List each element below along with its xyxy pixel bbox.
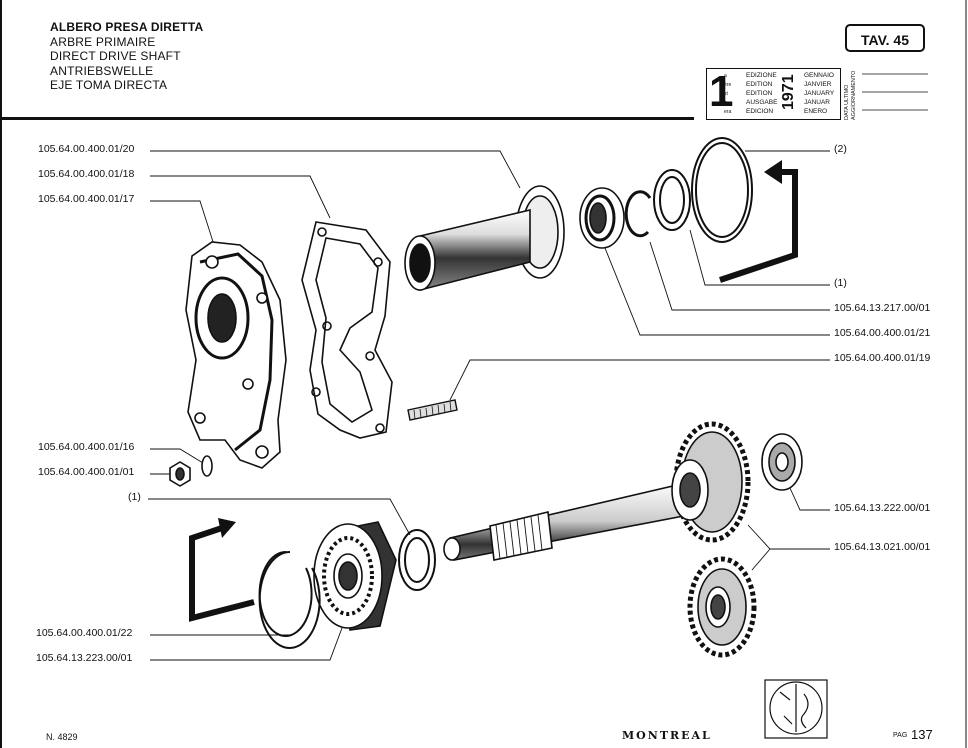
callout-label-right-3: 105.64.13.217.00/01 — [834, 302, 931, 314]
callout-label-left-7: 105.64.00.400.01/22 — [36, 627, 133, 639]
model-name: MONTREAL — [622, 729, 712, 742]
title-german: ANTRIEBSWELLE — [50, 63, 154, 78]
document-number: N. 4829 — [46, 732, 78, 742]
plate-number-badge: TAV. 45 — [845, 24, 925, 52]
edition-number: 1 — [709, 67, 734, 116]
callout-label-right-6: 105.64.13.222.00/01 — [834, 502, 931, 514]
gasket — [301, 221, 393, 439]
pilot-bearing — [761, 433, 803, 491]
title-spanish: EJE TOMA DIRECTA — [50, 78, 168, 93]
lock-washer — [201, 455, 213, 477]
lower-gear — [687, 556, 757, 658]
leader-lines — [148, 150, 830, 661]
oil-seal — [579, 187, 625, 249]
hex-nut — [169, 461, 191, 487]
callout-label-left-5: 105.64.00.400.01/01 — [38, 466, 135, 478]
arrow-upper-head — [764, 160, 782, 184]
header-rule — [0, 117, 694, 120]
stud — [407, 399, 458, 421]
arrow-upper — [719, 169, 798, 283]
edition-words: EDIZIONE EDITION EDITION AUSGABE EDICION — [746, 72, 778, 115]
title-italian: ALBERO PRESA DIRETTA — [50, 20, 204, 34]
edition-months: GENNAIO JANVIER JANUARY JANUAR ENERO — [804, 72, 835, 115]
arrow-lower — [189, 525, 255, 622]
page-prefix: PAG — [893, 732, 908, 739]
drive-gear — [671, 421, 751, 543]
snap-ring-large — [691, 137, 753, 243]
page-number: 137 — [911, 727, 933, 742]
guide-sleeve — [404, 185, 565, 292]
circlip-upper — [624, 190, 652, 238]
arrow-lower-head — [218, 518, 236, 538]
edition-ordinals: a ère st e era — [724, 73, 732, 115]
bearing-cover — [185, 241, 287, 469]
callout-label-right-5: 105.64.00.400.01/19 — [834, 352, 931, 364]
edition-box — [706, 68, 841, 120]
callout-label-right-2: (1) — [834, 277, 847, 289]
title-block: ALBERO PRESA DIRETTA ARBRE PRIMAIRE DIRE… — [50, 20, 203, 93]
callout-label-left-1: 105.64.00.400.01/20 — [38, 143, 135, 155]
direct-drive-shaft — [443, 481, 695, 561]
title-english: DIRECT DRIVE SHAFT — [50, 49, 181, 64]
update-date-lines — [862, 73, 928, 111]
callout-label-left-6: (1) — [128, 491, 141, 503]
title-french: ARBRE PRIMAIRE — [50, 34, 156, 49]
alfa-romeo-logo — [764, 679, 828, 739]
callout-label-right-7: 105.64.13.021.00/01 — [834, 541, 931, 553]
callout-label-right-4: 105.64.00.400.01/21 — [834, 327, 931, 339]
callout-label-left-4: 105.64.00.400.01/16 — [38, 441, 135, 453]
callout-label-left-3: 105.64.00.400.01/17 — [38, 193, 135, 205]
callout-label-right-1: (2) — [834, 143, 847, 155]
circlip-lower — [258, 550, 321, 649]
shim-ring-upper — [653, 169, 691, 231]
callout-label-left-2: 105.64.00.400.01/18 — [38, 168, 135, 180]
shim-ring-lower — [398, 529, 436, 591]
callout-label-left-8: 105.64.13.223.00/01 — [36, 652, 133, 664]
ball-bearing — [313, 521, 397, 631]
